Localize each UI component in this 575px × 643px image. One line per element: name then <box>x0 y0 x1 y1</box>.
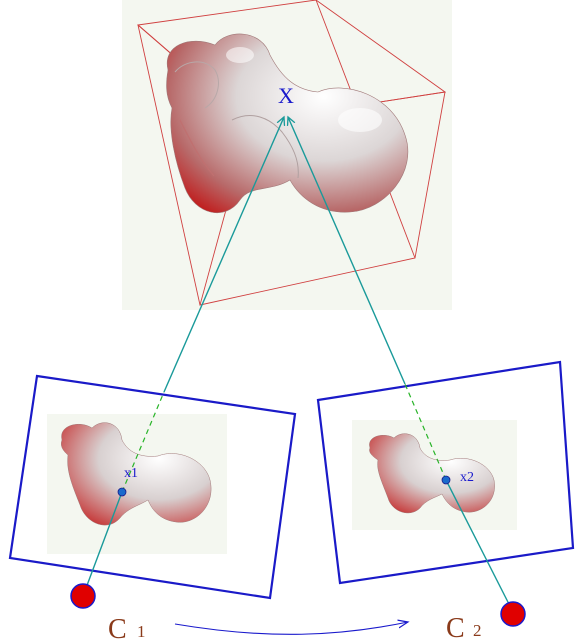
camera-2-label-letter: C <box>446 613 465 643</box>
camera-motion-arrow <box>175 622 408 634</box>
camera-2-label-sub: 2 <box>473 621 482 640</box>
world-point-label: X <box>278 83 294 108</box>
image-point-2 <box>442 476 450 484</box>
camera-1-label-sub: 1 <box>137 622 146 641</box>
image-point-1 <box>118 488 126 496</box>
camera-center-2 <box>501 602 525 626</box>
image-plane-2 <box>318 362 573 583</box>
camera-1-label-letter: C <box>108 614 127 643</box>
image-plane-1 <box>10 376 295 598</box>
image-point-2-label: x2 <box>460 470 474 485</box>
camera-center-1 <box>71 584 95 608</box>
image-point-1-label: x1 <box>124 466 138 481</box>
